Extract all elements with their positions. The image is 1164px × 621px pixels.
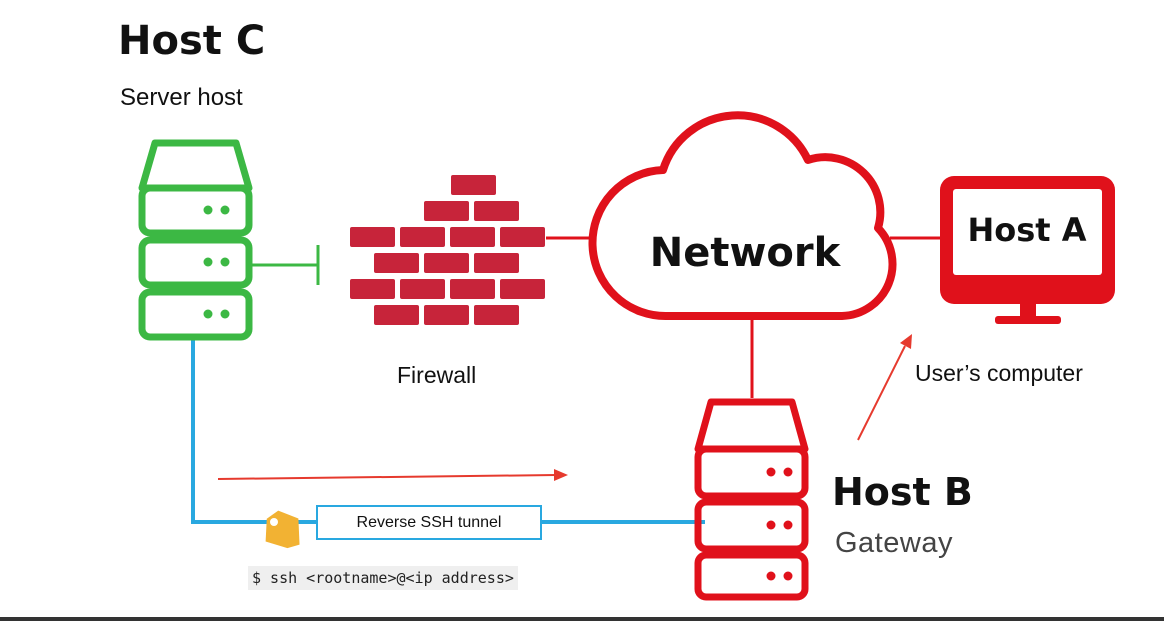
host-a-title: Host A bbox=[967, 211, 1086, 249]
arrow-icon bbox=[217, 334, 912, 481]
bottom-divider bbox=[0, 617, 1164, 621]
ssh-command: $ ssh <rootname>@<ip address> bbox=[248, 566, 518, 590]
firewall-icon bbox=[350, 175, 545, 325]
monitor-icon bbox=[940, 176, 1115, 324]
key-icon bbox=[265, 510, 300, 549]
monitor-stand bbox=[995, 316, 1061, 324]
gateway-top-cap bbox=[694, 398, 809, 453]
host-c-title: Host C bbox=[118, 18, 266, 64]
host-c-subtitle: Server host bbox=[120, 84, 243, 111]
server-top-cap bbox=[138, 139, 253, 192]
tunnel-label: Reverse SSH tunnel bbox=[316, 505, 542, 540]
monitor-neck bbox=[1020, 304, 1036, 318]
server-leds bbox=[203, 205, 230, 319]
cloud-icon bbox=[588, 111, 897, 321]
gateway-leds bbox=[766, 467, 793, 581]
monitor-screen bbox=[953, 189, 1102, 275]
gateway-unit-1 bbox=[694, 445, 809, 500]
network-label: Network bbox=[650, 230, 842, 276]
host-b-title: Host B bbox=[832, 470, 973, 514]
server-unit-3 bbox=[138, 288, 253, 341]
server-unit-2 bbox=[138, 236, 253, 289]
host-a-subtitle: User’s computer bbox=[915, 360, 1083, 386]
gateway-unit-2 bbox=[694, 498, 809, 553]
gateway-unit-3 bbox=[694, 551, 809, 601]
firewall-label: Firewall bbox=[397, 362, 477, 388]
server-icon bbox=[138, 139, 253, 341]
gateway-server-icon bbox=[694, 398, 809, 601]
host-b-subtitle: Gateway bbox=[835, 527, 953, 559]
server-unit-1 bbox=[138, 184, 253, 237]
